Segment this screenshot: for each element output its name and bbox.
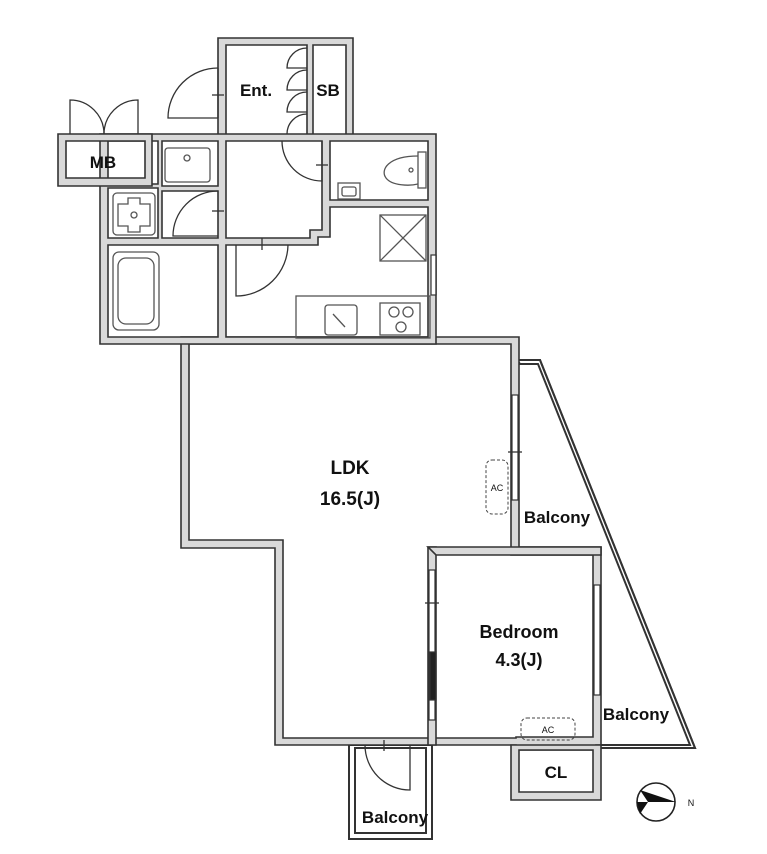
washbasin-icon	[164, 147, 211, 183]
toilet-icon	[383, 151, 427, 189]
north-arrow-icon: N	[636, 782, 695, 822]
closet-label: CL	[545, 763, 568, 782]
ac-label-ldk: AC	[491, 483, 504, 493]
ac-unit-bedroom: AC	[520, 717, 576, 741]
hand-sink-icon	[337, 182, 361, 200]
kitchen-sink-icon	[324, 304, 358, 336]
kitchen-counter	[295, 295, 431, 339]
bedroom-size: 4.3(J)	[495, 650, 542, 670]
refrigerator-icon	[379, 214, 427, 262]
entrance-label: Ent.	[240, 81, 272, 100]
walls	[57, 37, 602, 801]
ac-label-bedroom: AC	[542, 725, 555, 735]
shoe-box-label: SB	[316, 81, 340, 100]
ac-unit-ldk: AC	[485, 459, 509, 515]
door-markers	[212, 94, 522, 751]
bedroom-label: Bedroom	[479, 622, 558, 642]
door-swings	[69, 47, 411, 791]
north-label: N	[688, 798, 695, 808]
stove-icon	[379, 302, 421, 336]
meter-box-label: MB	[90, 153, 116, 172]
windows	[428, 254, 601, 721]
balcony-label-east-upper: Balcony	[524, 508, 591, 527]
ldk-size: 16.5(J)	[320, 489, 380, 510]
bathtub-icon	[112, 251, 160, 331]
ldk-label: LDK	[330, 458, 369, 479]
balcony-label-east-lower: Balcony	[603, 705, 670, 724]
balcony-label-south: Balcony	[362, 808, 429, 827]
washing-machine-icon	[112, 192, 156, 236]
